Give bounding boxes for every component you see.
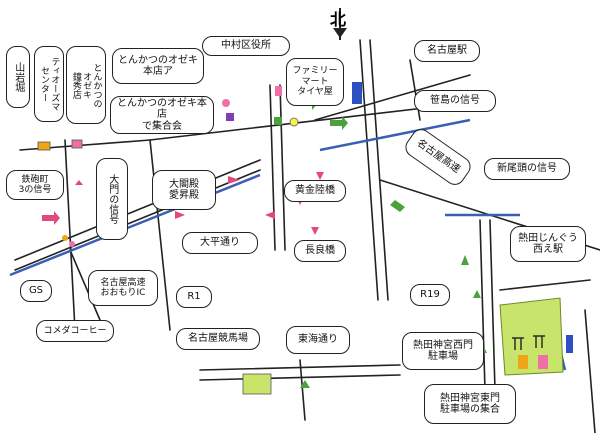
marker-west-gate-parking <box>518 355 528 369</box>
label-shinohata-signal: 新尾頭の信号 <box>484 158 570 180</box>
road-r19 <box>479 219 486 391</box>
label-komeda: コメダコーヒー <box>36 320 114 342</box>
label-tonkatsu-honten-meeting: とんかつのオゼキ本店 で集合会 <box>110 96 214 134</box>
label-tonkatsu-kanbun: とんかつの オゼキ 鐘秀店 <box>66 46 106 124</box>
road-racecourse-vertical <box>299 359 306 421</box>
road-r19-cross <box>499 279 591 291</box>
road-r19-2 <box>489 219 496 391</box>
label-family-mart: ファミリー マート タイヤ屋 <box>286 58 344 106</box>
label-nagoya-exp-oshimori: 名古屋高速 おおもりIC <box>88 270 158 306</box>
road-to-station <box>314 74 471 121</box>
road-upper-main <box>149 104 451 141</box>
atsuta-shrine-area <box>499 297 564 376</box>
label-nakamura-ward: 中村区役所 <box>202 36 290 56</box>
jingu-station-marker <box>566 335 573 353</box>
label-r1: R1 <box>176 286 212 308</box>
road-diagonal-left-2 <box>14 169 261 271</box>
road-left-vertical <box>64 139 76 331</box>
marker-gs <box>69 241 75 247</box>
road-ns-center <box>359 39 379 301</box>
label-nagoya-station: 名古屋駅 <box>414 40 480 62</box>
label-r19: R19 <box>410 284 450 306</box>
label-sasashima-signal: 笹島の信号 <box>414 90 496 112</box>
railway-left <box>9 173 261 277</box>
road-gs <box>69 249 101 321</box>
label-atsuta-west-parking: 熱田神宮西門 駐車場 <box>402 332 484 370</box>
marker-tonkatsu-kanbun <box>71 139 83 149</box>
label-jingu-station: 熱田じんぐう 西え駅 <box>510 226 586 262</box>
marker-yamaiwa <box>37 141 51 151</box>
label-taihei-street: 大平通り <box>182 232 258 254</box>
road-nakamura-vertical-2 <box>279 84 286 251</box>
marker-family-mart <box>289 117 299 127</box>
label-yomiya-signal: 鉄砲町 3の信号 <box>6 170 64 200</box>
shrine-gate-icon <box>512 335 545 350</box>
label-tonkatsu-honten-a: とんかつのオゼキ 本店ア <box>112 48 204 84</box>
road-diagonal-left <box>14 159 261 261</box>
label-gs: GS <box>20 280 52 302</box>
marker-komeda <box>62 235 68 241</box>
marker-tonkatsu-honten <box>222 99 230 107</box>
railway-upper-right <box>319 118 471 152</box>
marker-honten-2 <box>226 113 234 121</box>
nagoya-station-marker <box>352 82 362 104</box>
label-daimon-signal: 大門の信号 <box>96 158 128 240</box>
road-nakamura-vertical <box>269 84 276 251</box>
label-atsuta-east-parking: 熱田神宮東門 駐車場の集合 <box>424 384 516 424</box>
marker-green-square <box>274 117 282 125</box>
label-tv-center: ティオーズマ センター <box>34 46 64 122</box>
label-nagoya-racecourse: 名古屋競馬場 <box>176 328 260 350</box>
label-kogane-bridge: 黄金陸橋 <box>284 180 346 202</box>
marker-nakamura-ward <box>275 86 282 96</box>
label-tokai-street: 東海通り <box>286 326 350 354</box>
label-yamaiwa: 山岩堀 <box>6 46 30 108</box>
north-label: 北 <box>330 10 347 29</box>
label-nagara-bridge: 長良橋 <box>294 240 346 262</box>
marker-east-gate-parking <box>538 355 548 369</box>
road-ns-center-2 <box>369 39 389 301</box>
marker-racecourse <box>242 373 272 395</box>
north-arrow-icon <box>333 8 347 40</box>
road-daimon-vertical <box>149 139 171 331</box>
road-racecourse-2 <box>199 374 401 381</box>
road-right-edge <box>584 309 596 433</box>
label-taikan-hall: 大閣殿 愛昇殿 <box>152 170 216 210</box>
